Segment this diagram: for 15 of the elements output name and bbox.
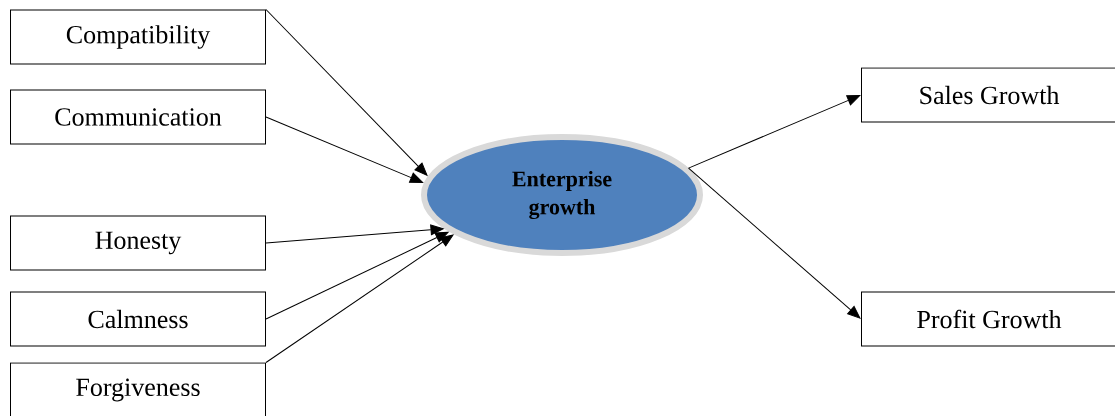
- arrow: [688, 167, 861, 319]
- arrow: [265, 231, 449, 320]
- ellipse-node: Enterprise growth: [421, 134, 703, 256]
- text-box: Calmness: [10, 291, 266, 347]
- text-box: Sales Growth: [861, 67, 1115, 123]
- text-box: Profit Growth: [861, 291, 1115, 347]
- arrow: [688, 95, 861, 169]
- text-box: Communication: [10, 89, 266, 145]
- text-box: Forgiveness: [10, 362, 266, 416]
- arrow: [265, 116, 424, 183]
- text-box: Compatibility: [10, 9, 266, 65]
- text-box: Honesty: [10, 215, 266, 271]
- arrow: [265, 234, 454, 363]
- arrow: [265, 9, 428, 176]
- arrow: [265, 224, 444, 244]
